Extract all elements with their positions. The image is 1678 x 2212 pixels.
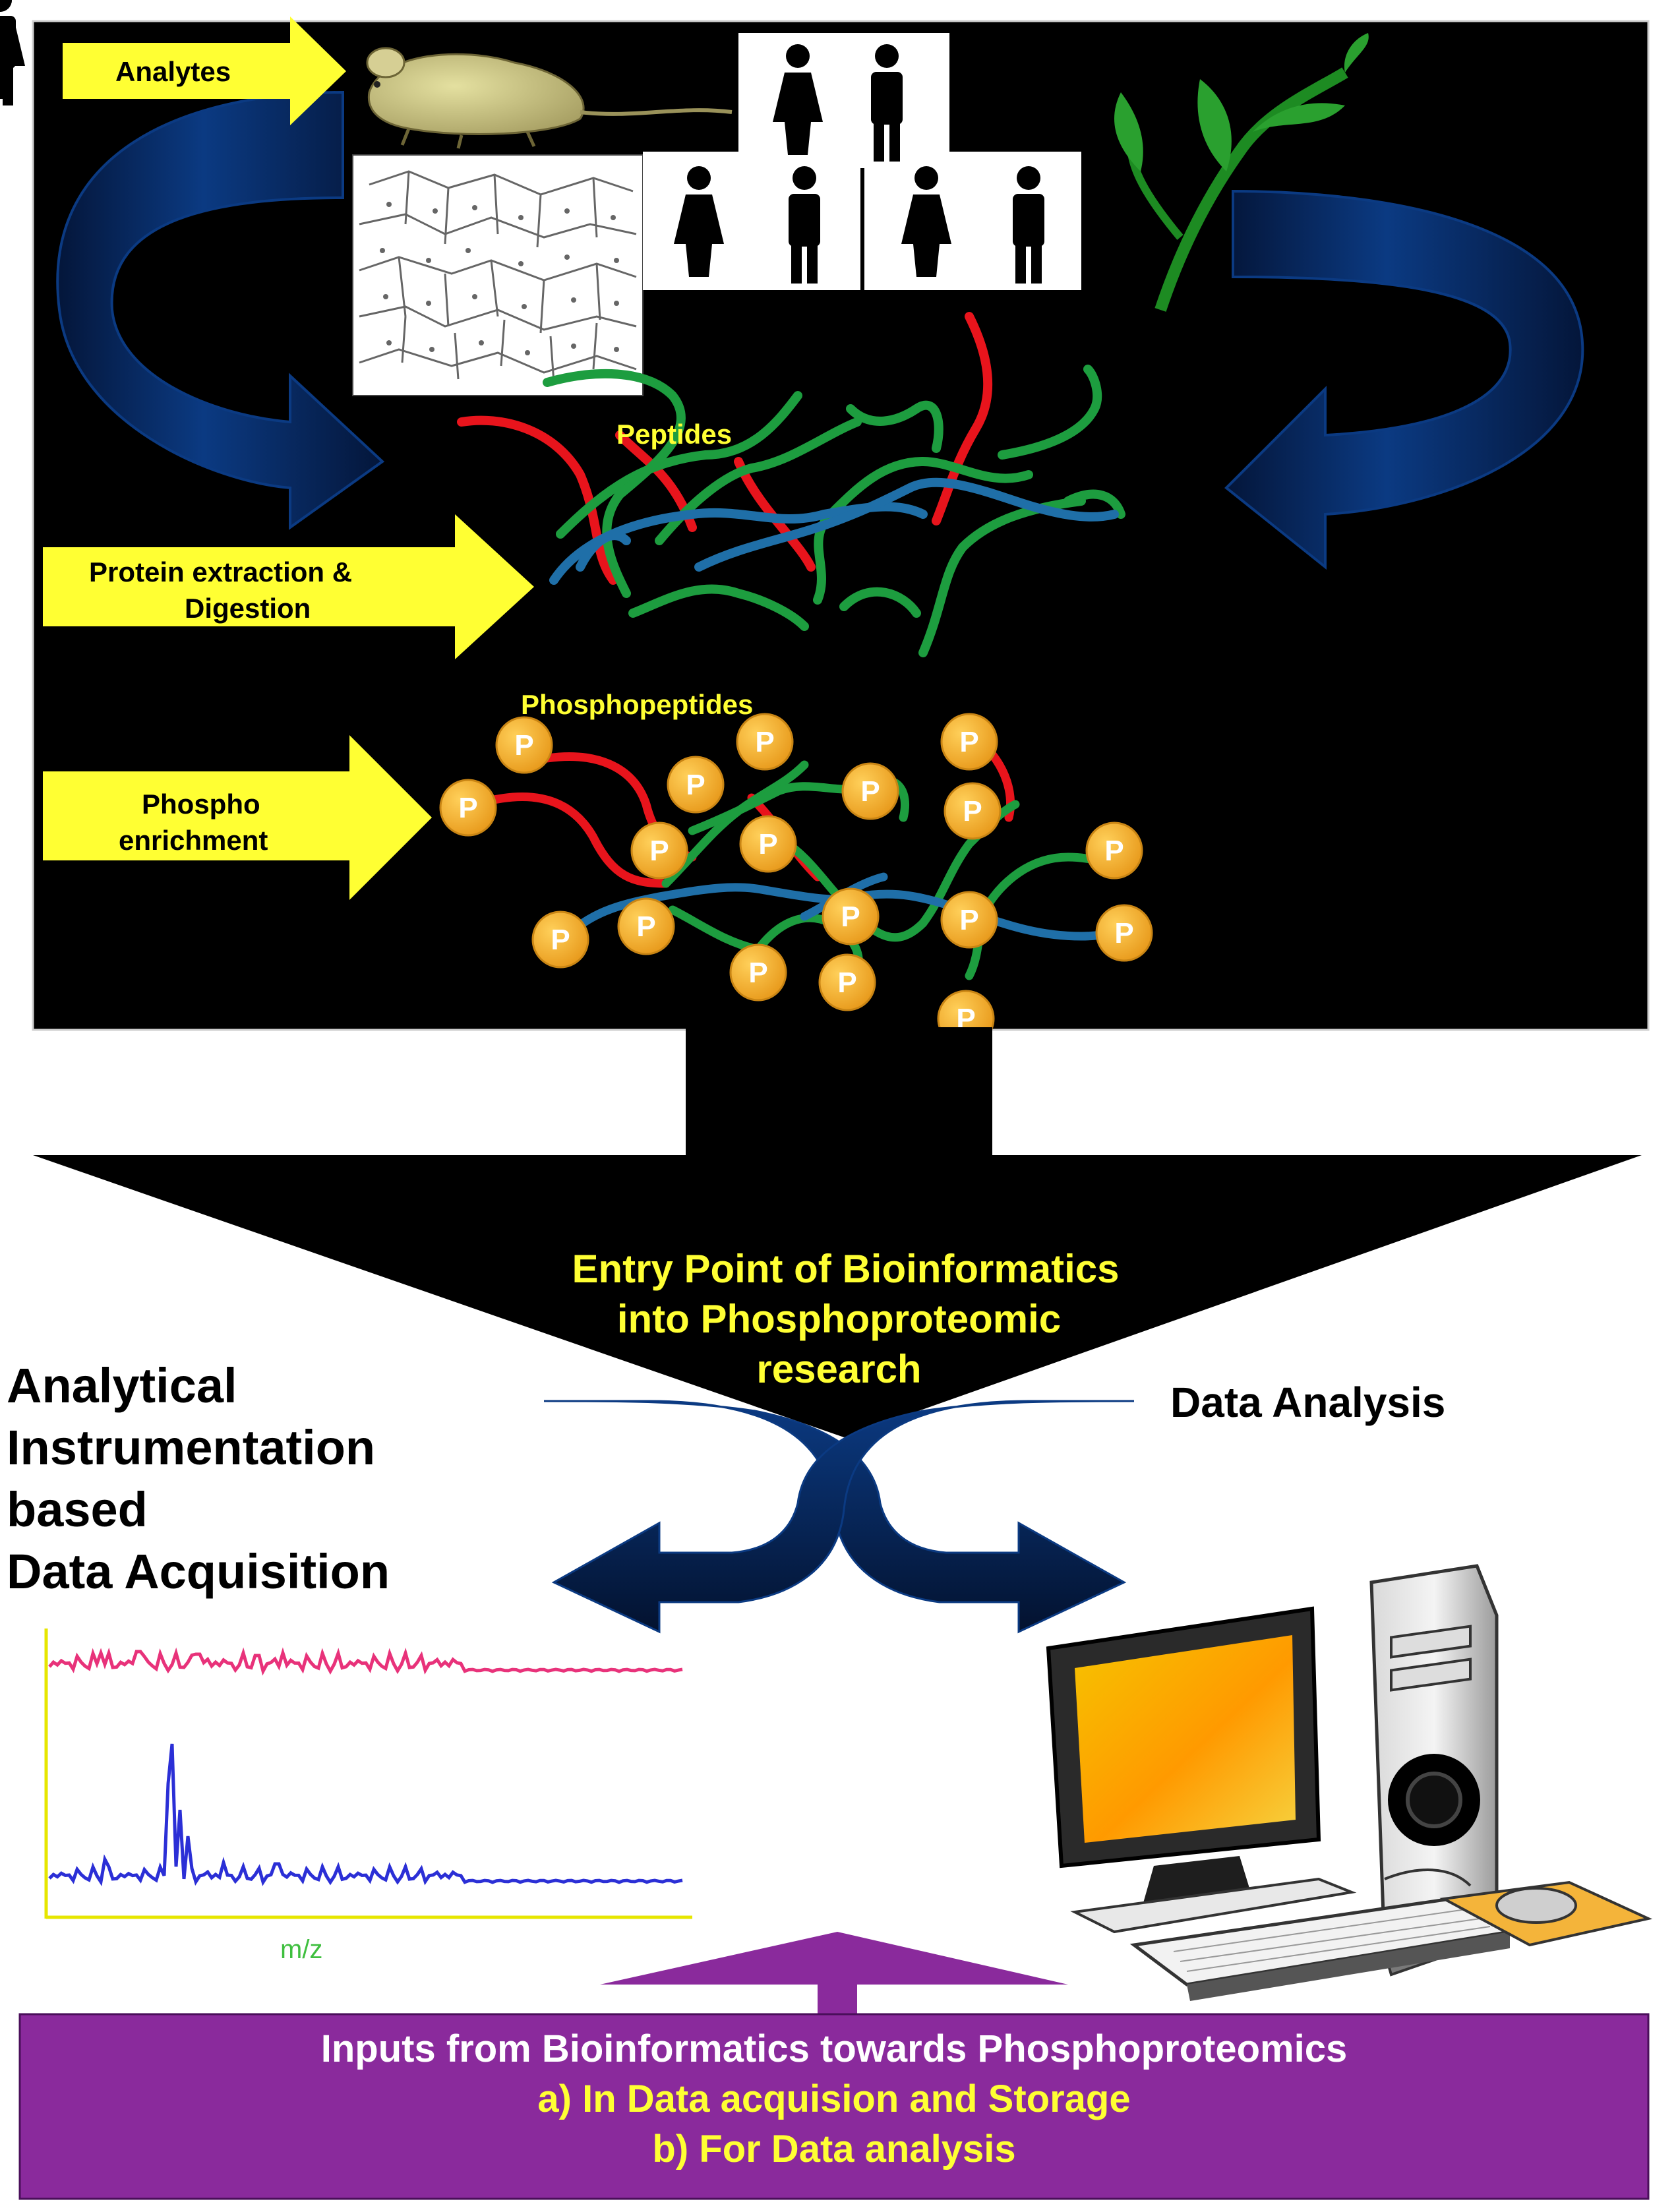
phospho-circle-label: P (837, 967, 856, 999)
phospho-circle-label: P (514, 729, 533, 762)
analytes-label: Analytes (115, 56, 231, 87)
inputs-banner (18, 2013, 1650, 2200)
extraction-arrow (43, 514, 534, 659)
phospho-circle-label: P (748, 957, 767, 989)
phospho-circle-label: P (636, 911, 655, 943)
phospho-circle-label: P (860, 775, 880, 808)
phospho-circle-label: P (755, 726, 774, 758)
analytes-arrow (63, 16, 346, 125)
phospho-circle (1085, 822, 1143, 880)
extraction-label-line1: Protein extraction & (89, 556, 353, 587)
phospho-circle-label: P (1114, 917, 1133, 949)
phospho-circle (531, 911, 589, 969)
data-acquisition-line1: Analytical (7, 1358, 237, 1413)
right-curved-arrow (1224, 189, 1584, 570)
computer-icon (1046, 1564, 1653, 2001)
enrichment-arrow (43, 735, 432, 900)
data-acquisition-line3: based (7, 1482, 148, 1537)
inputs-banner-title: Inputs from Bioinformatics towards Phosp… (320, 2027, 1348, 2070)
phospho-circle (940, 713, 998, 771)
phospho-circle-label: P (758, 828, 777, 860)
phospho-circle (667, 756, 725, 814)
inputs-banner-item-b: b) For Data analysis (652, 2128, 1016, 2170)
phospho-circle (439, 779, 497, 837)
cell-tissue-icon (352, 154, 644, 396)
funnel-text-line2: into Phosphoproteomic (616, 1297, 1062, 1341)
phospho-circle (822, 887, 880, 945)
phospho-circle-label: P (686, 769, 705, 801)
phospho-circle (940, 891, 998, 949)
phospho-circle-label: P (458, 792, 477, 824)
phospho-circle-label: P (551, 924, 570, 956)
funnel-text-line3: research (756, 1347, 922, 1391)
phospho-circle-label: P (649, 835, 669, 867)
inputs-banner-arrow (600, 1932, 1068, 2014)
inputs-banner-item-a: a) In Data acquision and Storage (537, 2077, 1131, 2120)
data-analysis-branch-arrow (551, 1400, 1135, 1634)
phosphopeptides-label: Phosphopeptides (521, 689, 754, 720)
peptides-label: Peptides (616, 419, 733, 450)
data-acquisition-line4: Data Acquisition (7, 1544, 390, 1599)
phospho-circle (818, 953, 876, 1011)
phospho-circle (630, 822, 688, 880)
phospho-circle (495, 716, 553, 774)
phospho-circle (617, 897, 675, 955)
people-icon (0, 0, 1081, 290)
phospho-circle-label: P (841, 901, 860, 933)
mouse-icon (349, 26, 738, 149)
left-curved-arrow (56, 90, 385, 530)
mass-spectrum-plot (44, 1629, 692, 1919)
enrichment-label-line1: Phospho (142, 789, 260, 820)
phospho-circle-label: P (1104, 835, 1124, 867)
phospho-circle (739, 815, 797, 873)
funnel-text-line1: Entry Point of Bioinformatics (572, 1247, 1120, 1291)
data-acquisition-line2: Instrumentation (7, 1420, 376, 1475)
phospho-circle-label: P (963, 795, 982, 827)
phospho-circle (841, 762, 899, 820)
phospho-circle (944, 782, 1002, 840)
data-analysis-label: Data Analysis (1170, 1379, 1446, 1426)
phospho-circle-label: P (959, 726, 978, 758)
phospho-circle-label: P (959, 904, 978, 936)
extraction-label-line2: Digestion (185, 593, 311, 624)
phospho-circle (736, 713, 794, 771)
phospho-circle (1095, 904, 1153, 962)
bioinformatics-funnel (33, 1027, 1642, 1437)
spectrum-bottom-trace (48, 1743, 683, 1887)
enrichment-label-line2: enrichment (119, 825, 268, 856)
spectrum-top-trace (48, 1647, 683, 1676)
peptide-strands (457, 312, 1125, 657)
mz-axis-label: m/z (280, 1935, 323, 1964)
phospho-circle (729, 943, 787, 1001)
